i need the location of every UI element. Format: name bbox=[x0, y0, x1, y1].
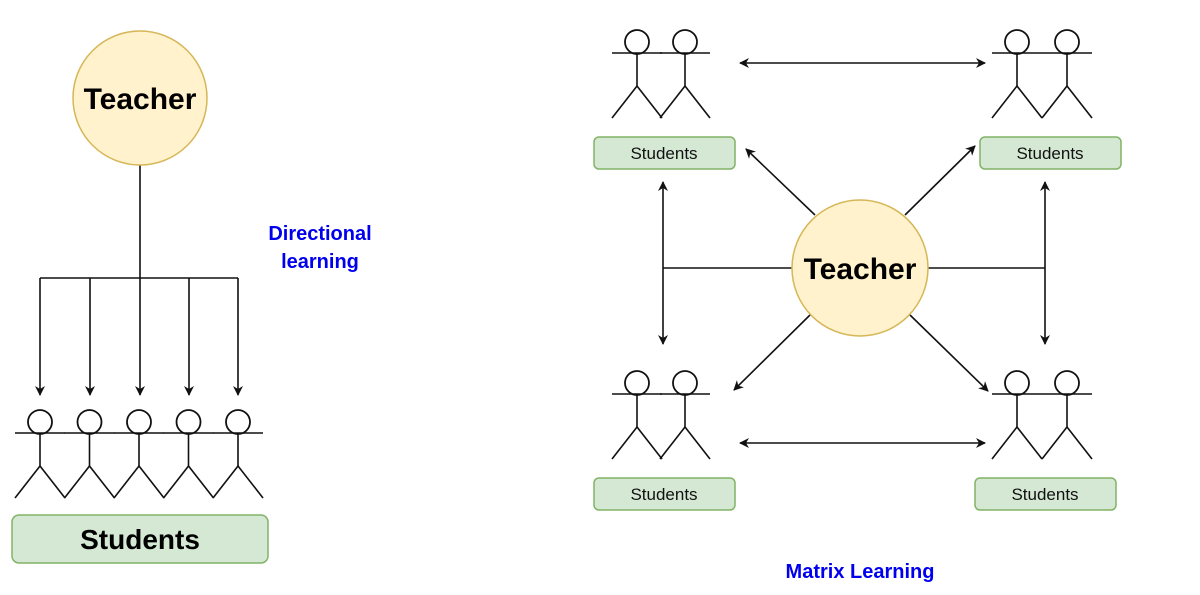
directional-learning: Teacher Students Directional learning bbox=[11, 30, 372, 564]
students-node-bottom-left: Students bbox=[593, 477, 736, 511]
stick-figure-icon bbox=[611, 29, 663, 119]
stick-figure-icon bbox=[1041, 29, 1093, 119]
students-node: Students bbox=[11, 514, 269, 564]
students-label: Students bbox=[630, 144, 697, 163]
students-label: Students bbox=[80, 524, 200, 555]
stick-figure-icon bbox=[113, 409, 165, 499]
stick-figure-icon bbox=[991, 370, 1043, 460]
students-node-top-right: Students bbox=[979, 136, 1122, 170]
students-label: Students bbox=[1011, 485, 1078, 504]
stick-figure-icon bbox=[14, 409, 66, 499]
stick-figure-icon bbox=[162, 409, 215, 499]
stick-figure-icon bbox=[1041, 370, 1093, 460]
teacher-label: Teacher bbox=[84, 83, 197, 116]
matrix-learning: Students Students Students Students Teac… bbox=[593, 29, 1122, 583]
stick-figure-icon bbox=[659, 370, 711, 460]
stick-figure-icon bbox=[659, 29, 711, 119]
caption-directional: Directional bbox=[268, 223, 371, 245]
stick-figure-icon bbox=[212, 409, 264, 499]
stick-figure-icon bbox=[611, 370, 663, 460]
stick-figure-icon bbox=[991, 29, 1043, 119]
student-figures bbox=[611, 29, 1093, 460]
students-node-bottom-right: Students bbox=[974, 477, 1117, 511]
teacher-label: Teacher bbox=[804, 253, 917, 286]
students-node-top-left: Students bbox=[593, 136, 736, 170]
caption-matrix: Matrix Learning bbox=[786, 561, 935, 583]
directional-connectors bbox=[35, 165, 243, 396]
teacher-node: Teacher bbox=[791, 199, 929, 337]
arrow-diagonal bbox=[904, 145, 976, 216]
student-figures bbox=[14, 409, 264, 499]
teacher-node: Teacher bbox=[72, 30, 208, 166]
students-label: Students bbox=[630, 485, 697, 504]
arrow-diagonal bbox=[909, 314, 989, 392]
arrow-diagonal bbox=[733, 314, 811, 391]
arrow-diagonal bbox=[745, 148, 816, 216]
caption-directional-line2: learning bbox=[281, 251, 359, 273]
students-label: Students bbox=[1016, 144, 1083, 163]
stick-figure-icon bbox=[63, 409, 116, 499]
matrix-connectors bbox=[658, 58, 1050, 448]
